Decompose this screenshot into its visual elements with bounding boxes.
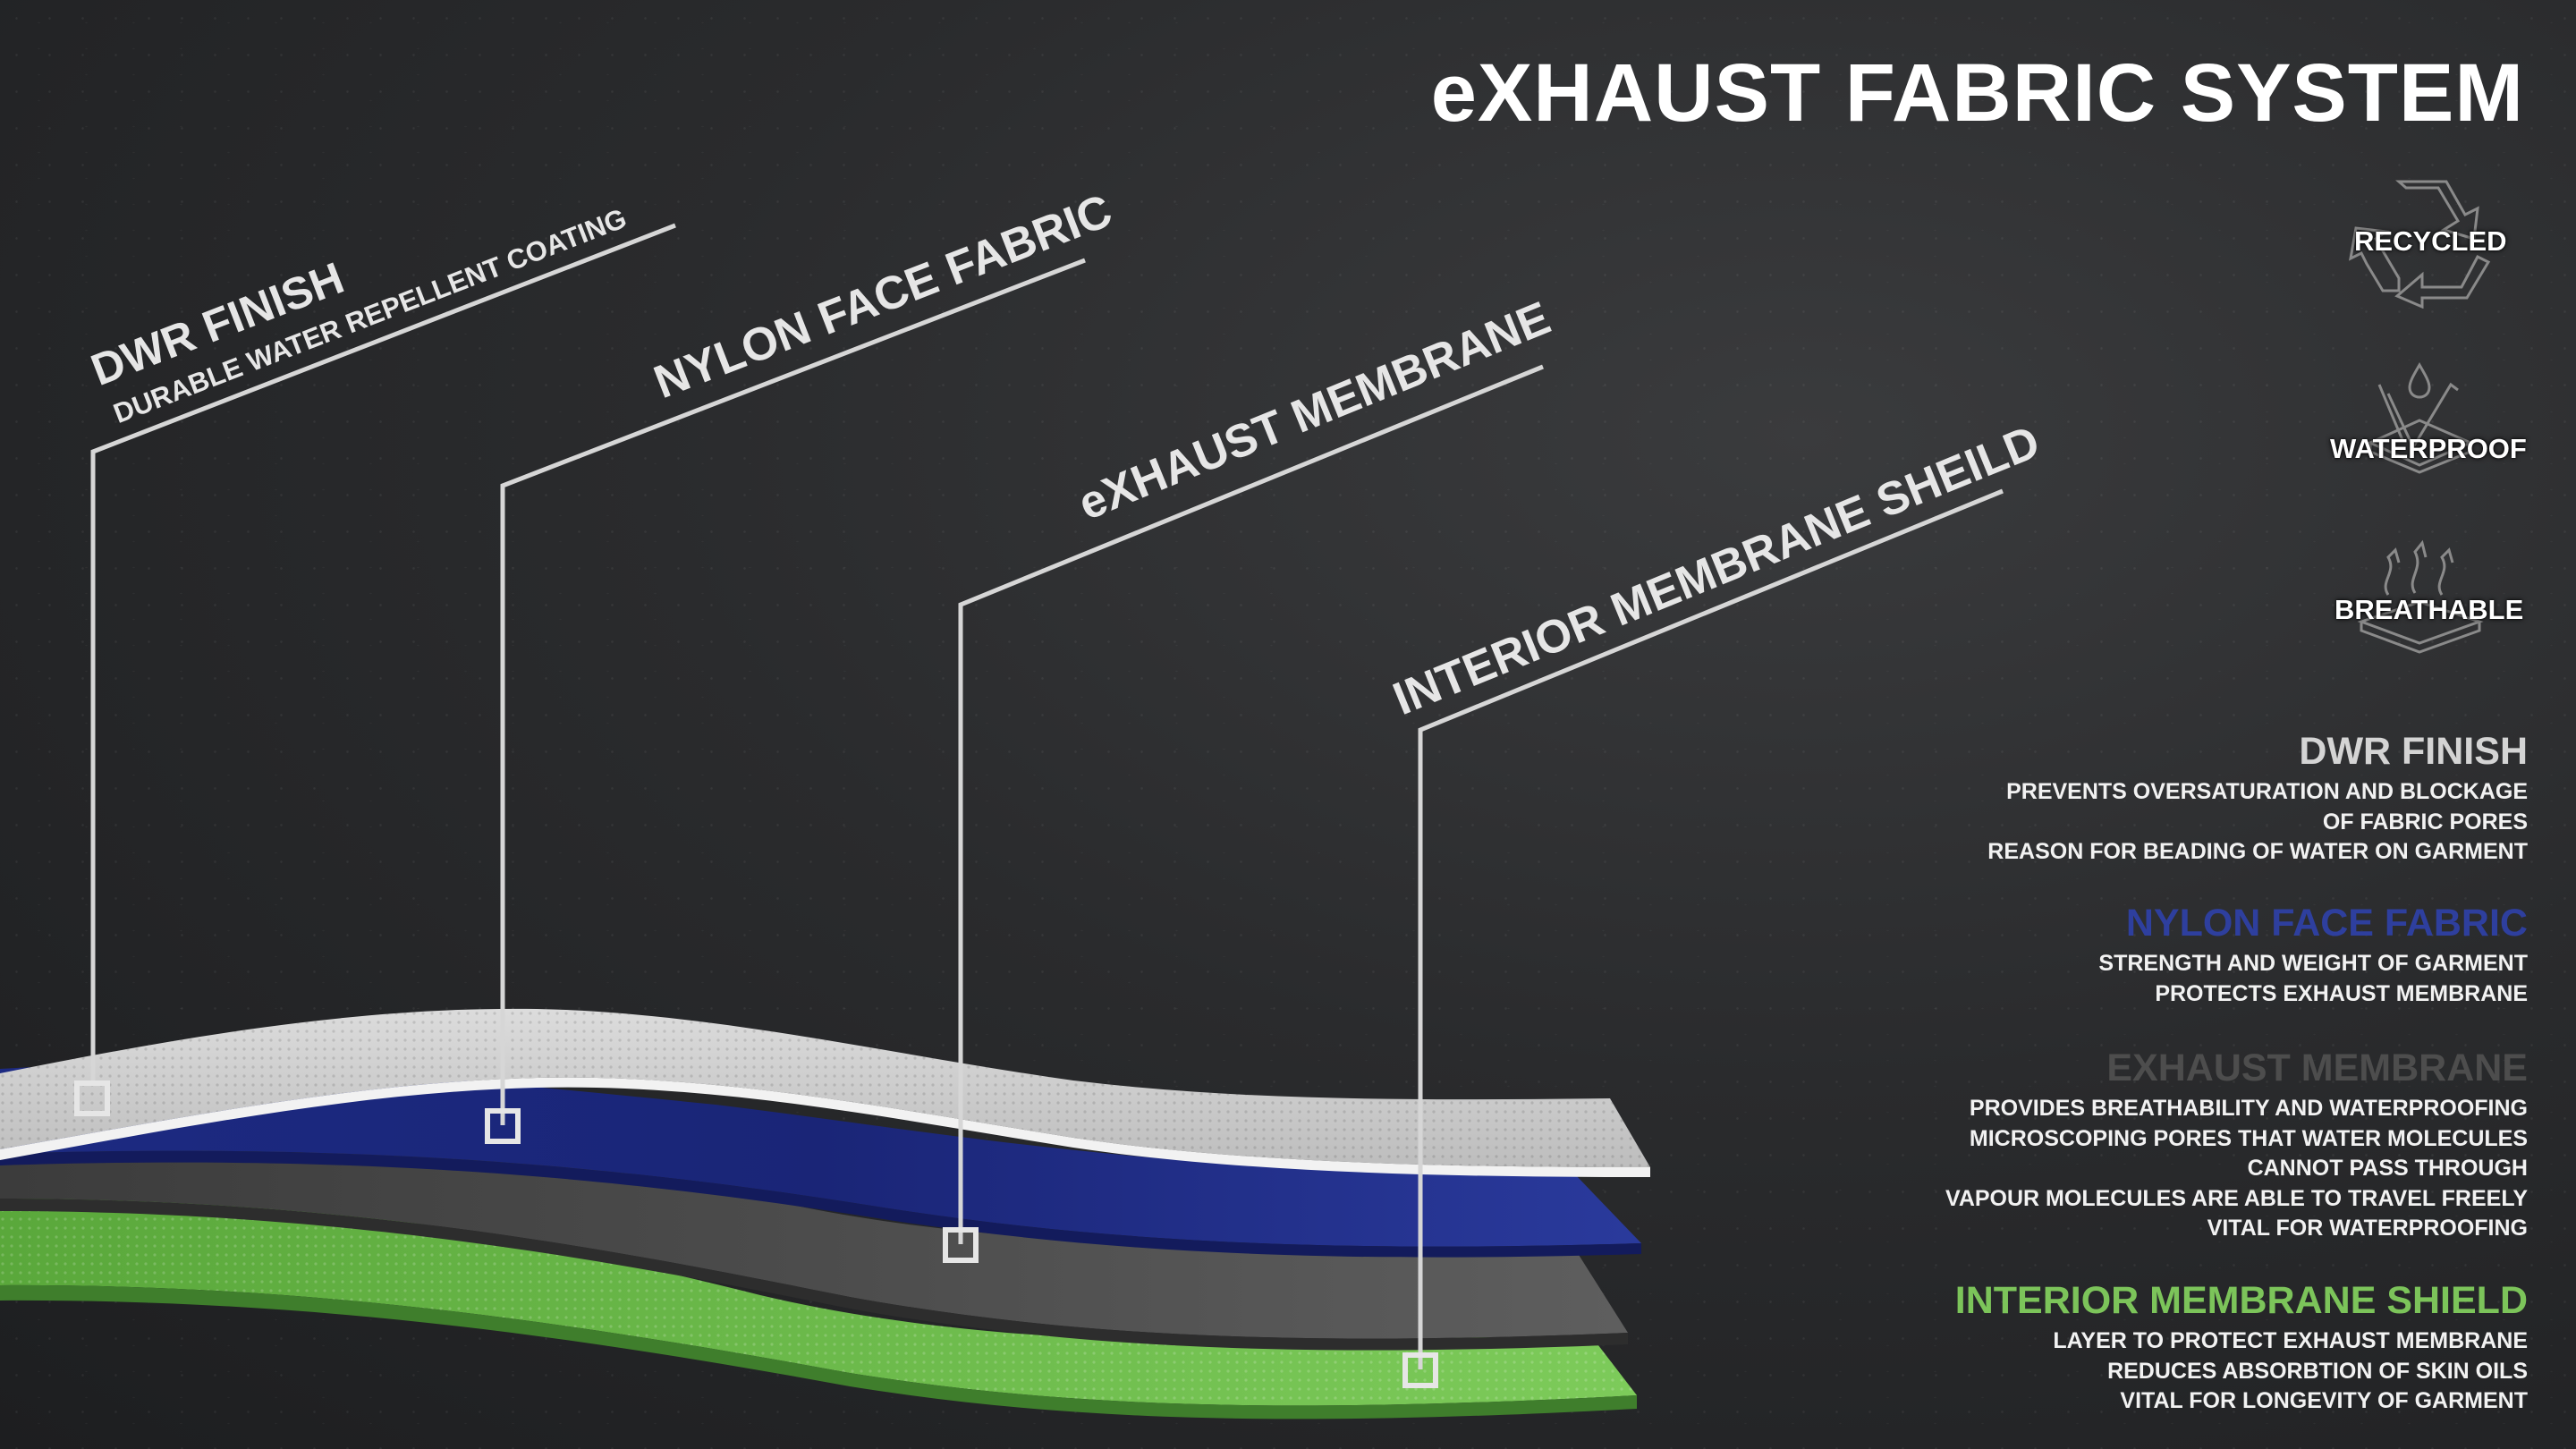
dwr-description-line: OF FABRIC PORES [2322, 809, 2528, 835]
exhaust-membrane-edge [0, 1199, 1628, 1351]
interior-description-title: INTERIOR MEMBRANE SHIELD [1954, 1279, 2528, 1322]
exhaust-description-line: PROVIDES BREATHABILITY AND WATERPROOFING [1969, 1096, 2528, 1122]
exhaust-description-line: VAPOUR MOLECULES ARE ABLE TO TRAVEL FREE… [1945, 1185, 2528, 1211]
nylon-description-title: NYLON FACE FABRIC [2125, 902, 2528, 945]
nylon-description-line: PROTECTS EXHAUST MEMBRANE [2155, 980, 2528, 1006]
dwr-marker [74, 1080, 110, 1116]
exhaust-description-line: MICROSCOPING PORES THAT WATER MOLECULES [1969, 1125, 2528, 1151]
exhaust-description: EXHAUST MEMBRANE PROVIDES BREATHABILITY … [1945, 1046, 2528, 1244]
exhaust-description-title: EXHAUST MEMBRANE [2106, 1046, 2528, 1089]
nylon-face-fabric-edge [0, 1150, 1641, 1258]
breathable-icon [2357, 539, 2484, 654]
interior-marker [1402, 1352, 1438, 1388]
interior-description-line: REDUCES ABSORBTION OF SKIN OILS [2107, 1358, 2528, 1384]
dwr-finish-edge [0, 1077, 1650, 1177]
interior-leader-line [1418, 488, 2004, 1369]
dwr-description-line: REASON FOR BEADING OF WATER ON GARMENT [1987, 839, 2528, 865]
exhaust-marker [943, 1227, 979, 1263]
exhaust-membrane-layer [0, 1112, 1628, 1339]
recycled-badge-label: RECYCLED [2354, 225, 2507, 257]
nylon-marker [485, 1108, 521, 1144]
exhaust-description-line: VITAL FOR WATERPROOFING [2207, 1216, 2528, 1241]
interior-description-line: VITAL FOR LONGEVITY OF GARMENT [2120, 1388, 2528, 1414]
page-title: eXHAUST FABRIC SYSTEM [1430, 47, 2524, 139]
interior-description: INTERIOR MEMBRANE SHIELD LAYER TO PROTEC… [1954, 1279, 2528, 1417]
dwr-description-title: DWR FINISH [2299, 730, 2528, 773]
waterproof-icon [2367, 362, 2474, 474]
dwr-description-line: PREVENTS OVERSATURATION AND BLOCKAGE [2006, 779, 2528, 805]
nylon-leader-line [500, 258, 1086, 1125]
nylon-face-fabric-layer [0, 1064, 1641, 1247]
nylon-description: NYLON FACE FABRIC STRENGTH AND WEIGHT OF… [2098, 902, 2528, 1009]
dwr-leader-line [90, 223, 676, 1085]
recycle-icon [2349, 180, 2491, 309]
dwr-description: DWR FINISH PREVENTS OVERSATURATION AND B… [1987, 730, 2528, 868]
exhaust-description-line: CANNOT PASS THROUGH [2247, 1156, 2528, 1182]
interior-description-line: LAYER TO PROTECT EXHAUST MEMBRANE [2053, 1328, 2528, 1354]
waterproof-badge-label: WATERPROOF [2330, 433, 2527, 464]
breathable-badge-label: BREATHABLE [2334, 594, 2524, 625]
nylon-description-line: STRENGTH AND WEIGHT OF GARMENT [2098, 951, 2528, 977]
exhaust-leader-line [958, 364, 1544, 1244]
dwr-finish-texture [0, 1008, 1650, 1167]
interior-membrane-edge [0, 1284, 1637, 1419]
interior-membrane-texture [0, 1193, 1637, 1406]
